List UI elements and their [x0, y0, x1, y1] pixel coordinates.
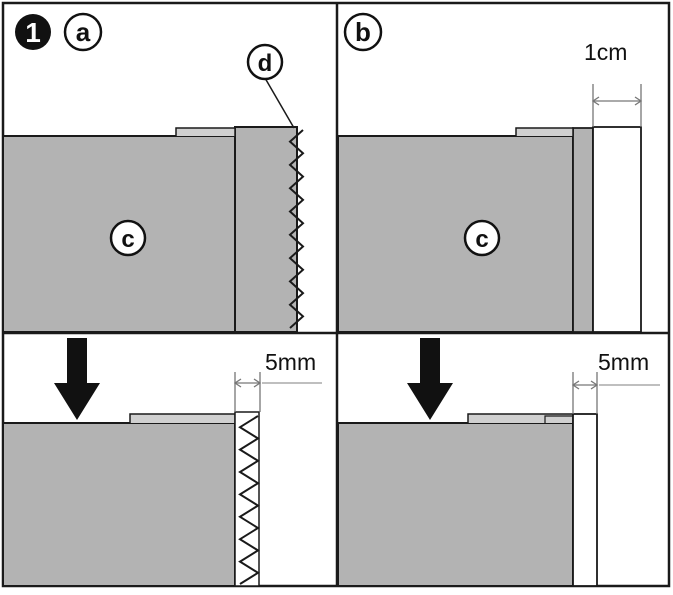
panel-b-badge: b	[343, 12, 383, 52]
seam-allowance-1cm	[592, 126, 642, 333]
fabric-fold-edge	[175, 127, 236, 136]
panel-b-top	[337, 84, 643, 333]
fabric-fold-edge	[515, 127, 574, 136]
label-d-leader-line	[264, 77, 295, 129]
panel-b-bottom	[337, 372, 660, 587]
measure-label-1cm-b: 1cm	[584, 39, 627, 65]
zigzag-stitch	[238, 415, 260, 585]
step-badge-circle	[15, 14, 51, 50]
label-badge-circle	[463, 219, 501, 257]
fabric-piece-main	[337, 135, 574, 333]
fabric-piece-main	[2, 422, 236, 587]
label-c-badge-b: c	[463, 219, 501, 257]
label-c-text: c	[121, 226, 134, 253]
fabric-fold-layer	[572, 127, 594, 333]
fabric-piece-main	[337, 422, 574, 587]
fabric-fold-edge	[129, 413, 236, 423]
seam-allowance-5mm	[572, 413, 598, 587]
panel-badge-circle	[63, 12, 103, 52]
step-number-badge: 1	[15, 14, 51, 50]
panel-a-badge: a	[63, 12, 103, 52]
label-d-text: d	[258, 50, 273, 77]
fabric-fold-edge	[467, 413, 574, 423]
step-number-text: 1	[25, 17, 41, 48]
measure-label-5mm-b: 5mm	[598, 349, 649, 375]
fabric-fold-inner-edge	[544, 415, 573, 423]
label-badge-circle	[246, 43, 284, 81]
label-d-badge: d	[246, 43, 284, 81]
panel-a-bottom	[2, 372, 322, 587]
down-arrow-icon	[407, 338, 453, 420]
down-arrow-icon	[54, 338, 100, 420]
measure-label-5mm-a: 5mm	[265, 349, 316, 375]
panel-badge-text: a	[76, 17, 91, 47]
label-c-text: c	[475, 226, 488, 253]
fabric-piece-seam-allowance	[234, 126, 298, 333]
label-badge-circle	[109, 219, 147, 257]
panel-badge-text: b	[355, 17, 371, 47]
label-c-badge-a: c	[109, 219, 147, 257]
panel-badge-circle	[343, 12, 383, 52]
